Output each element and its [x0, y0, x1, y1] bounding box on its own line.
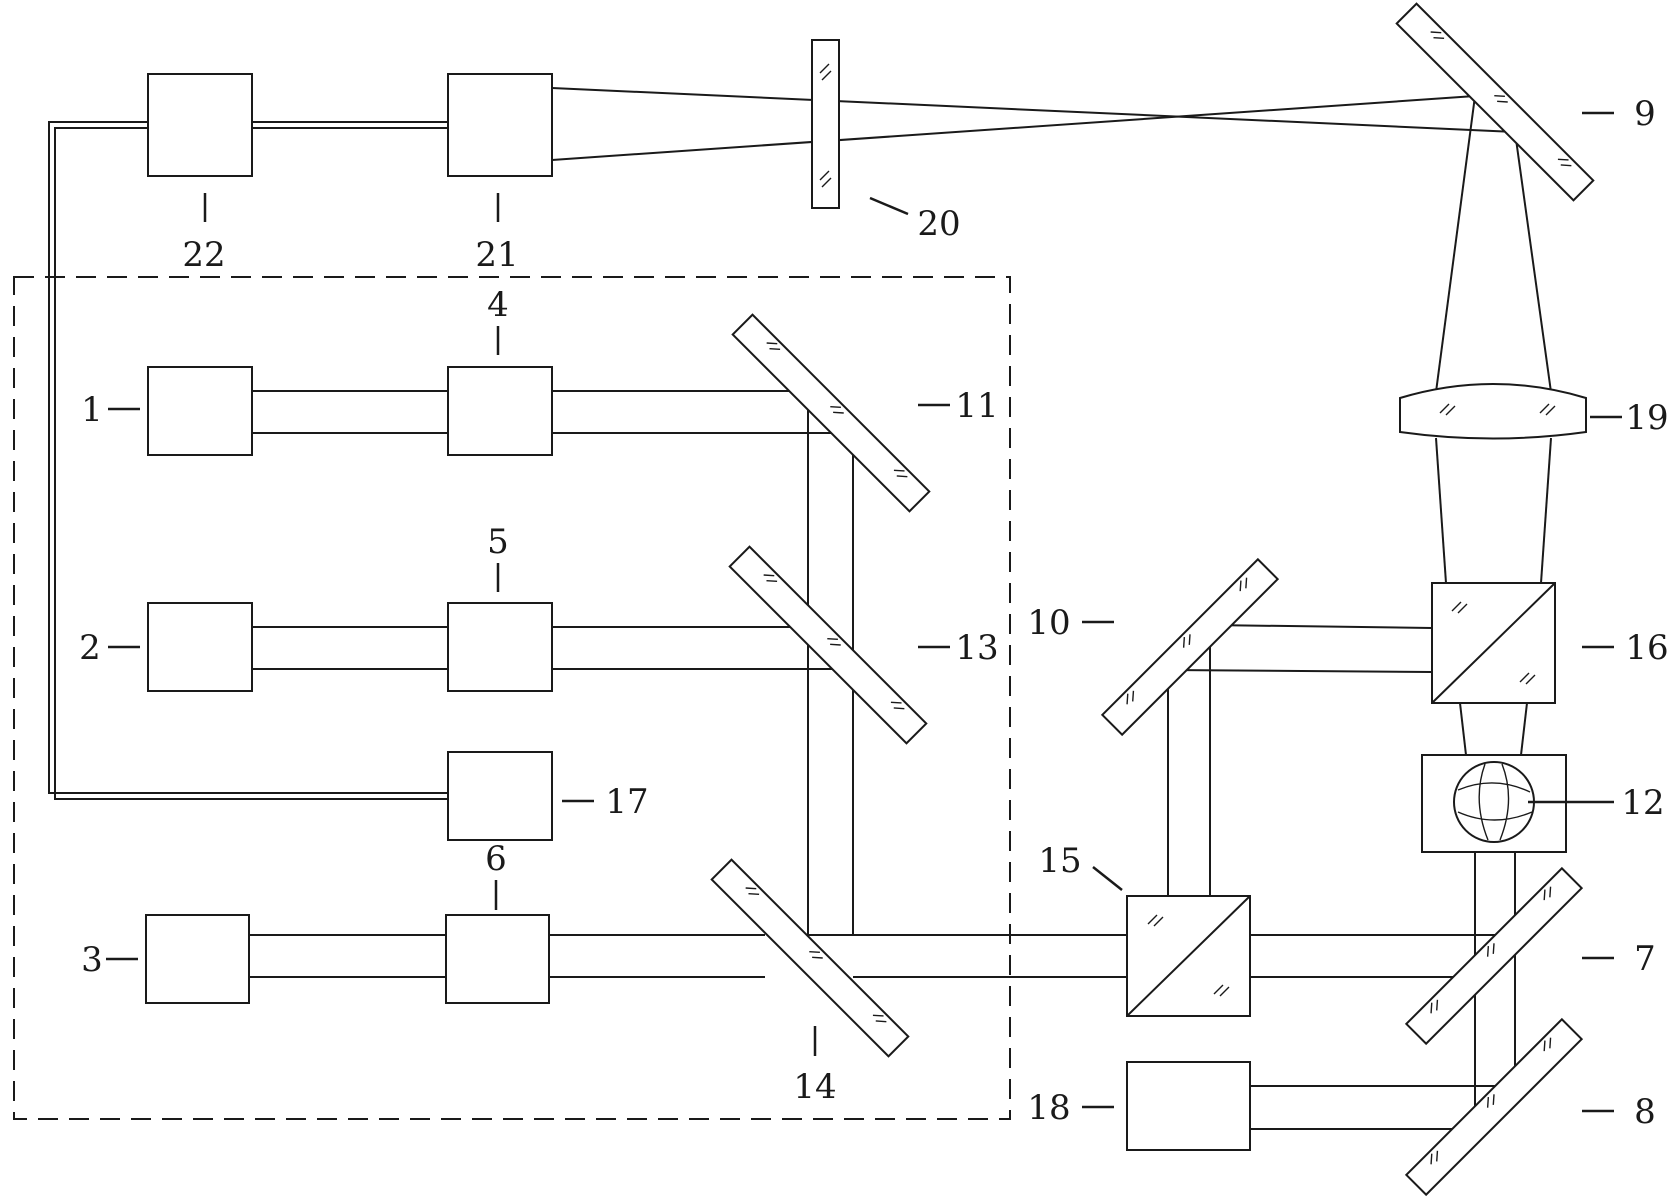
- beam-laser-2: [252, 626, 853, 670]
- beam-laser-1: [252, 390, 853, 434]
- component-18-box: [1126, 1061, 1251, 1151]
- label-13: 13: [955, 628, 998, 668]
- label-7: 7: [1634, 939, 1656, 979]
- label-18: 18: [1027, 1088, 1070, 1128]
- beam-9-to-12: [1435, 95, 1552, 756]
- component-6-box: [445, 914, 550, 1004]
- label-21: 21: [475, 235, 518, 275]
- mirror-14: [710, 858, 910, 1058]
- mirror-8: [1404, 1017, 1584, 1197]
- component-5-box: [447, 602, 553, 692]
- beam-10-to-16: [1167, 624, 1433, 673]
- laser-3-box: [145, 914, 250, 1004]
- label-12: 12: [1621, 783, 1664, 823]
- component-21-box: [447, 73, 553, 177]
- beam-splitter-15: [1126, 895, 1251, 1017]
- label-14: 14: [793, 1067, 836, 1107]
- beam-laser-3: [249, 934, 765, 978]
- window-20: [811, 39, 840, 209]
- component-17-box: [447, 751, 553, 841]
- mirror-7: [1404, 866, 1584, 1046]
- component-4-box: [447, 366, 553, 456]
- label-5: 5: [487, 522, 509, 562]
- label-10: 10: [1027, 603, 1070, 643]
- label-9: 9: [1634, 94, 1656, 134]
- mirror-10: [1100, 557, 1280, 737]
- fiber-line: [48, 121, 448, 800]
- label-4: 4: [487, 285, 509, 325]
- label-6: 6: [485, 839, 507, 879]
- mirror-11: [731, 313, 931, 513]
- label-22: 22: [182, 235, 225, 275]
- mirror-13: [728, 545, 928, 745]
- fiber-link-22-21: [252, 121, 448, 129]
- label-1: 1: [81, 390, 103, 430]
- laser-2-box: [147, 602, 253, 692]
- beam-8-to-18: [1250, 1085, 1515, 1130]
- label-20: 20: [917, 204, 960, 244]
- beam-splitter-16: [1431, 582, 1556, 704]
- beam-21-to-9: [551, 87, 1516, 161]
- leader-lines: [106, 111, 1622, 1113]
- label-11: 11: [955, 386, 998, 426]
- sample-12: [1421, 754, 1567, 853]
- label-17: 17: [605, 782, 648, 822]
- mirror-9: [1395, 2, 1595, 202]
- label-3: 3: [81, 940, 103, 980]
- label-8: 8: [1634, 1092, 1656, 1132]
- label-2: 2: [79, 628, 101, 668]
- label-15: 15: [1038, 841, 1081, 881]
- laser-1-box: [147, 366, 253, 456]
- label-16: 16: [1625, 628, 1668, 668]
- lens-19: [1399, 383, 1587, 440]
- dashed-enclosure: [13, 276, 1011, 1120]
- component-22-box: [147, 73, 253, 177]
- beam-14-to-7: [808, 934, 1515, 978]
- label-19: 19: [1625, 398, 1668, 438]
